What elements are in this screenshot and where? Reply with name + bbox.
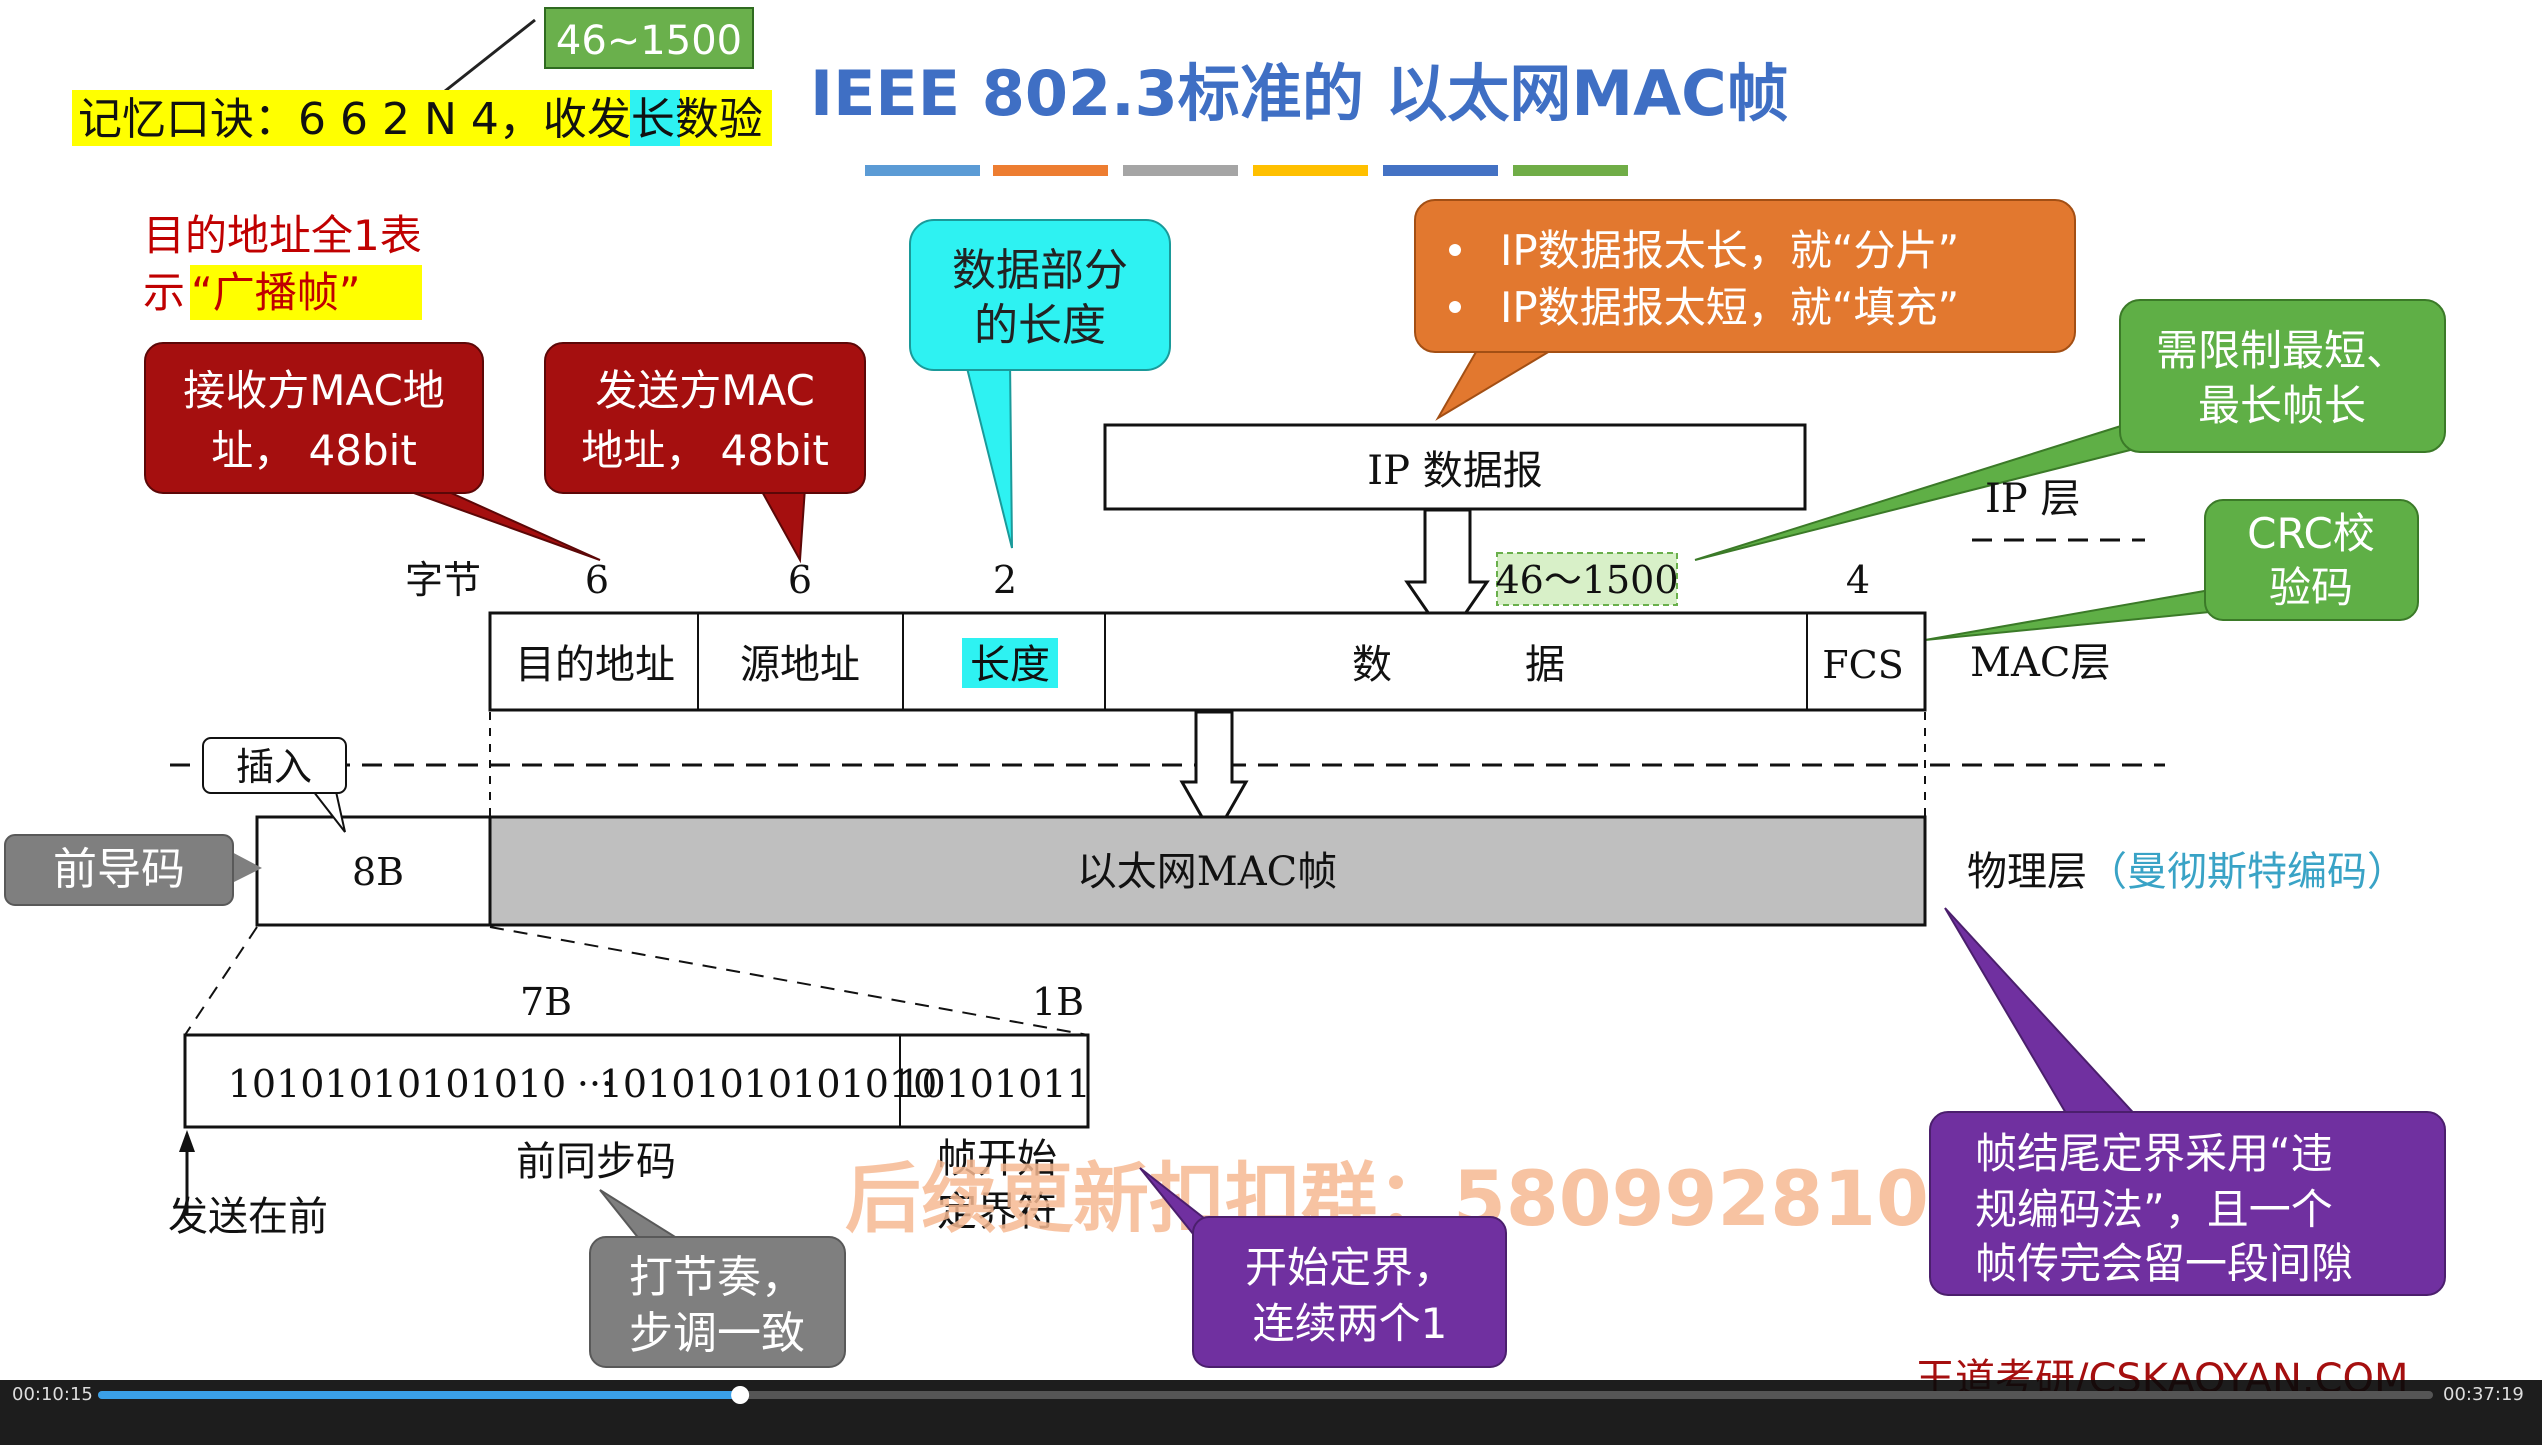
sfd-size-label: 1B — [1032, 980, 1084, 1024]
rhythm-line1: 打节奏， — [629, 1252, 805, 1303]
preamble-bits-box — [183, 1033, 1090, 1129]
byte-count-src: 6 — [788, 558, 812, 602]
receiver-line1: 接收方MAC地 — [183, 366, 445, 415]
mnemonic-char-highlight — [630, 90, 680, 146]
mac-frame-fields — [488, 611, 1927, 712]
player-progress-handle[interactable] — [731, 1386, 750, 1404]
callout-violation: 帧结尾定界采用“违 规编码法”，且一个 帧传完会留一段间隙 — [1929, 907, 2446, 1296]
field-fcs: FCS — [1822, 643, 1903, 687]
byte-count-length: 2 — [993, 558, 1017, 602]
field-data-char1: 数 — [1352, 642, 1392, 688]
mnemonic-highlight: 长 — [631, 94, 675, 145]
sfd-note-line2: 连续两个1 — [1253, 1299, 1448, 1348]
sync-size-label: 7B — [520, 980, 572, 1024]
mac-layer-label: MAC层 — [1970, 640, 2110, 686]
field-length: 长度 — [970, 642, 1050, 688]
sfd-label-line1: 帧开始 — [937, 1136, 1057, 1182]
zoom-line-left — [184, 926, 258, 1036]
broadcast-note-line1: 目的地址全1表 — [143, 211, 422, 260]
mnemonic-line: 记忆口诀：6 6 2 N 4，收发长数验 — [78, 94, 763, 145]
callout-sfd: 开始定界， 连续两个1 — [1139, 1167, 1507, 1368]
preamble-label: 前导码 — [53, 844, 185, 895]
byte-count-dest: 6 — [585, 558, 609, 602]
callout-limit: 需限制最短、 最长帧长 — [1694, 299, 2446, 561]
mnemonic-range-badge: 46~1500 — [544, 7, 754, 69]
field-src-address: 源地址 — [740, 642, 860, 688]
preamble-8b-box — [255, 815, 492, 927]
broadcast-note-line2: 示“广播帧” — [143, 268, 361, 317]
limit-note-line2: 最长帧长 — [2198, 381, 2366, 430]
player-progress-fill — [98, 1391, 741, 1399]
sfd-note-line1: 开始定界， — [1245, 1243, 1455, 1292]
field-dest-address: 目的地址 — [515, 642, 675, 688]
sync-bits-part1: 10101010101010 — [228, 1062, 566, 1106]
fragment-note-line1: IP数据报太长，就“分片” — [1500, 226, 1959, 275]
title-color-bar — [865, 165, 1628, 176]
length-field-highlight — [962, 638, 1058, 688]
callout-receiver: 接收方MAC地 址， 48bit — [144, 342, 601, 561]
mac-frame-physical-label: 以太网MAC帧 — [1077, 849, 1337, 895]
ip-datagram-box — [1103, 423, 1807, 511]
preamble-8b-label: 8B — [352, 850, 404, 894]
broadcast-highlight-bg — [190, 265, 422, 320]
broadcast-highlight: “广播帧” — [191, 268, 361, 317]
callout-rhythm: 打节奏， 步调一致 — [589, 1189, 846, 1368]
ip-to-mac-arrow — [1404, 508, 1490, 643]
mac-frame-physical-box — [488, 815, 1927, 927]
sfd-bits: 10101011 — [897, 1062, 1090, 1106]
send-first-label: 发送在前 — [168, 1194, 328, 1240]
physical-layer-label: 物理层（曼彻斯特编码） — [1967, 849, 2407, 895]
sender-line2: 地址， 48bit — [581, 426, 829, 475]
callout-insert: 插入 — [202, 737, 347, 833]
mnemonic-suffix: 数验 — [675, 94, 763, 145]
sync-bits-part2: 10101010101010 — [599, 1062, 937, 1106]
byte-count-fcs: 4 — [1846, 558, 1870, 602]
callout-fragment: IP数据报太长，就“分片” IP数据报太短，就“填充” — [1414, 199, 2076, 421]
player-time-total: 00:37:19 — [2443, 1384, 2524, 1405]
slide-title: IEEE 802.3标准的 以太网MAC帧 — [810, 57, 1789, 130]
callout-sender: 发送方MAC 地址， 48bit — [544, 342, 866, 564]
violation-line1: 帧结尾定界采用“违 — [1975, 1129, 2333, 1178]
byte-count-data: 46～1500 — [1495, 558, 1678, 602]
callout-crc: CRC校 验码 — [1924, 499, 2419, 641]
ip-datagram-label: IP 数据报 — [1367, 448, 1542, 494]
sender-line1: 发送方MAC — [595, 366, 815, 415]
violation-line3: 帧传完会留一段间隙 — [1975, 1239, 2353, 1288]
mnemonic-pointer-line — [439, 18, 536, 97]
player-bar — [0, 1380, 2542, 1445]
ip-layer-label: IP 层 — [1985, 476, 2080, 522]
data-size-highlight — [1496, 552, 1678, 606]
insert-label: 插入 — [236, 745, 312, 789]
receiver-line2: 址， 48bit — [211, 426, 417, 475]
field-data-char2: 据 — [1525, 642, 1565, 688]
player-time-current: 00:10:15 — [12, 1384, 93, 1405]
crc-note-line1: CRC校 — [2247, 509, 2375, 558]
rhythm-line2: 步调一致 — [629, 1308, 805, 1359]
crc-note-line2: 验码 — [2269, 563, 2353, 612]
sync-label: 前同步码 — [516, 1139, 676, 1185]
broadcast-prefix: 示 — [143, 268, 185, 317]
zoom-line-right — [489, 926, 1089, 1036]
length-note-line1: 数据部分 — [952, 245, 1128, 296]
fragment-note-line2: IP数据报太短，就“填充” — [1500, 283, 1959, 332]
violation-line2: 规编码法”，且一个 — [1975, 1185, 2333, 1234]
physical-layer-text: 物理层 — [1967, 849, 2087, 895]
limit-note-line1: 需限制最短、 — [2156, 326, 2408, 375]
callout-preamble: 前导码 — [4, 834, 262, 906]
sfd-label-line2: 定界符 — [937, 1189, 1057, 1235]
mnemonic-prefix: 记忆口诀：6 6 2 N 4，收发 — [78, 94, 631, 145]
mnemonic-range-text: 46~1500 — [556, 18, 742, 64]
length-note-line2: 的长度 — [974, 300, 1106, 351]
sync-bits-ellipsis: ··· — [577, 1062, 613, 1106]
mac-to-physical-arrow — [1179, 710, 1249, 842]
byte-label: 字节 — [405, 558, 481, 602]
physical-encoding-text: （曼彻斯特编码） — [2087, 849, 2407, 895]
callout-length: 数据部分 的长度 — [909, 219, 1171, 549]
send-first-arrow-head — [179, 1130, 195, 1152]
